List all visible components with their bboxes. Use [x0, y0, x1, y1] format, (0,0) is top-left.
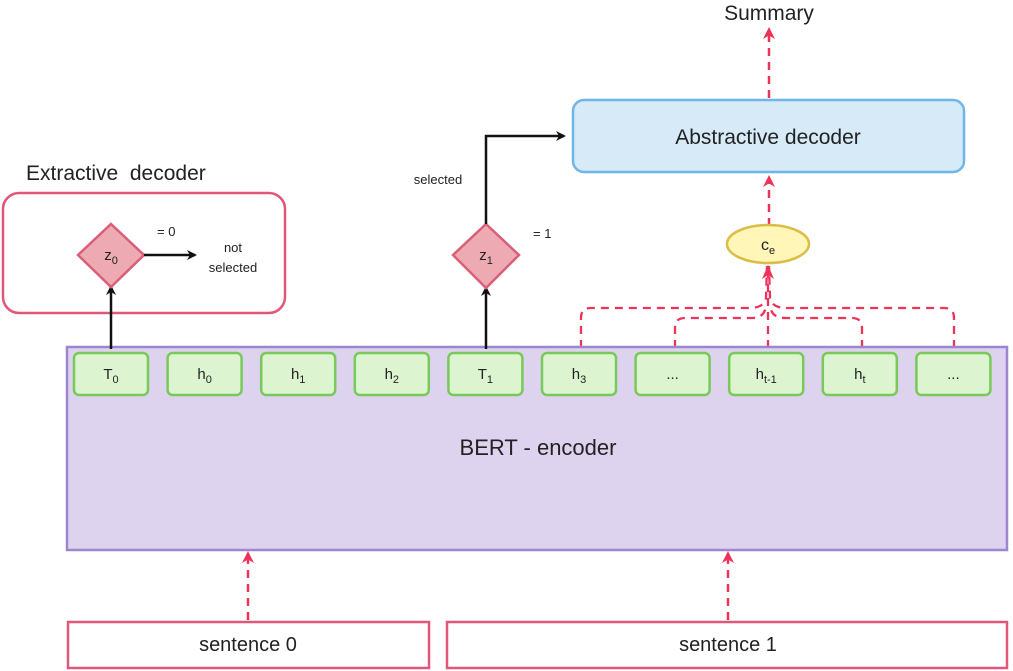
token-cell: ht-1 [727, 351, 805, 397]
svg-text:...: ... [666, 366, 679, 383]
svg-text:h2: h2 [385, 366, 399, 386]
token-sub: 0 [113, 374, 119, 386]
svg-text:...: ... [947, 366, 960, 383]
svg-text:ht: ht [854, 366, 865, 386]
token-cell: T1 [447, 351, 524, 397]
token-base: ... [947, 366, 960, 383]
token-base: T [478, 366, 487, 383]
svg-text:z0: z0 [104, 247, 118, 267]
svg-text:T0: T0 [103, 366, 118, 386]
gate-z0-sub: 0 [112, 255, 118, 267]
context-vector-sub: e [769, 245, 775, 257]
gate-z1: z1 [451, 222, 521, 290]
abstractive-decoder-label: Abstractive decoder [675, 126, 861, 149]
context-vector-base: c [761, 237, 769, 254]
token-base: h [197, 366, 205, 383]
token-base: h [291, 366, 299, 383]
token-cell: ... [915, 351, 992, 397]
token-base: h [756, 366, 764, 383]
extractive-decoder-label: Extractive decoder [26, 162, 206, 185]
sentence-0-box: sentence 0 [66, 620, 431, 670]
z1-to-abstractive-arrow [484, 131, 566, 224]
svg-text:h3: h3 [572, 366, 586, 386]
token-sub: t [862, 374, 865, 386]
token-sub: 1 [299, 374, 305, 386]
svg-text:z1: z1 [479, 247, 493, 267]
gate-z1-value: = 1 [533, 226, 551, 241]
token-cell: h2 [353, 351, 431, 397]
svg-text:T1: T1 [478, 366, 493, 386]
context-vector-node: ce [725, 223, 811, 265]
abstractive-decoder: Abstractive decoder [571, 98, 966, 174]
token-cell: h0 [166, 351, 243, 397]
gate-z1-sub: 1 [487, 255, 493, 267]
svg-text:ce: ce [761, 237, 775, 257]
summary-label: Summary [724, 2, 814, 25]
gate-z1-outcome: selected [414, 172, 462, 187]
token-base: h [854, 366, 862, 383]
token-base: h [572, 366, 580, 383]
token-sub: 0 [206, 374, 212, 386]
extractive-decoder [1, 191, 287, 315]
token-cell: ... [634, 351, 711, 397]
token-base: T [103, 366, 112, 383]
token-base: h [385, 366, 393, 383]
token-base: ... [666, 366, 679, 383]
context-arrow-head [762, 265, 774, 279]
gate-z0-base: z [104, 247, 112, 264]
svg-text:h0: h0 [197, 366, 211, 386]
token-sub: 3 [580, 374, 586, 386]
token-sub: 1 [487, 374, 493, 386]
token-cell: h3 [540, 351, 618, 397]
sentence-1-label: sentence 1 [679, 634, 777, 656]
token-cell: T0 [72, 351, 150, 397]
sentence-1-box: sentence 1 [445, 620, 1009, 670]
gate-z0: z0 [76, 222, 146, 289]
gate-z0-outcome-line1: not [224, 240, 242, 255]
sentence-0-label: sentence 0 [199, 634, 297, 656]
token-sub: 2 [393, 374, 399, 386]
gate-z1-base: z [479, 247, 487, 264]
bert-encoder-label: BERT - encoder [460, 435, 617, 460]
token-cell: ht [821, 351, 899, 397]
token-cell: h1 [259, 351, 337, 397]
svg-text:h1: h1 [291, 366, 305, 386]
svg-text:ht-1: ht-1 [756, 366, 777, 386]
gate-z0-outcome-line2: selected [209, 260, 257, 275]
context-aggregation-lines [579, 265, 956, 348]
gate-z0-value: = 0 [157, 224, 175, 239]
token-sub: t-1 [764, 374, 777, 386]
